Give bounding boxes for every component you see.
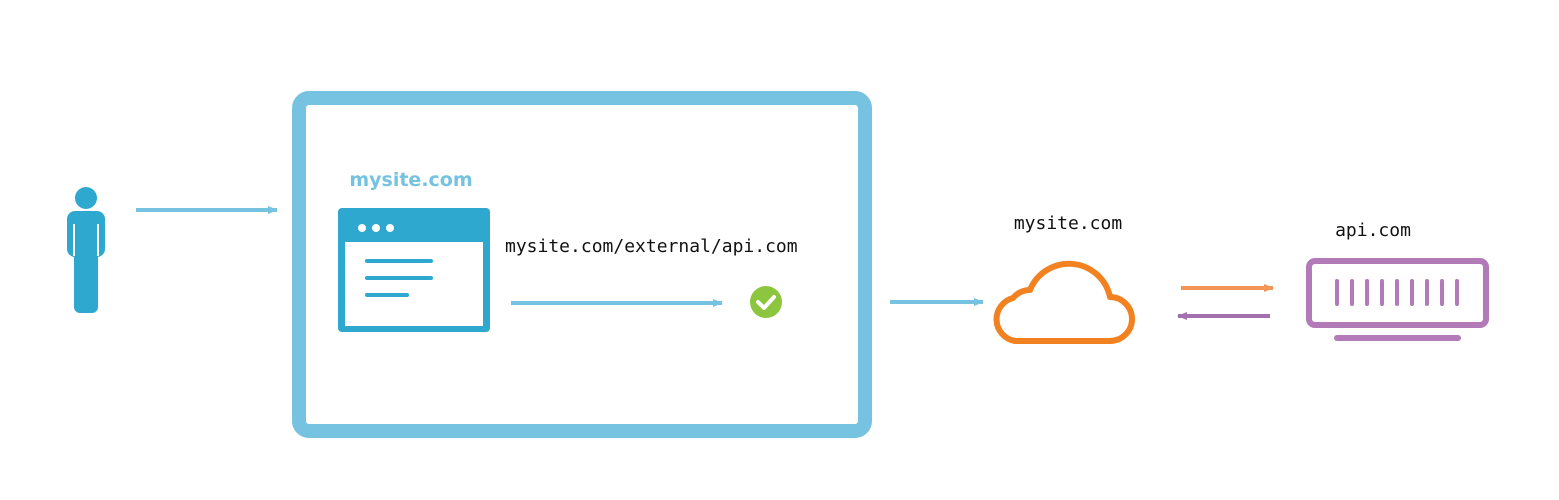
browser-frame bbox=[292, 91, 872, 438]
check-circle-icon bbox=[750, 286, 782, 318]
user-icon bbox=[67, 187, 105, 313]
api-server-label: api.com bbox=[1335, 220, 1411, 241]
browser-domain-label: mysite.com bbox=[349, 169, 472, 191]
server-rack-icon bbox=[1306, 258, 1489, 341]
cloud-icon bbox=[993, 260, 1135, 344]
proxy-server-label: mysite.com bbox=[1014, 213, 1122, 234]
request-url-label: mysite.com/external/api.com bbox=[505, 236, 798, 257]
browser-window-icon bbox=[338, 208, 490, 332]
